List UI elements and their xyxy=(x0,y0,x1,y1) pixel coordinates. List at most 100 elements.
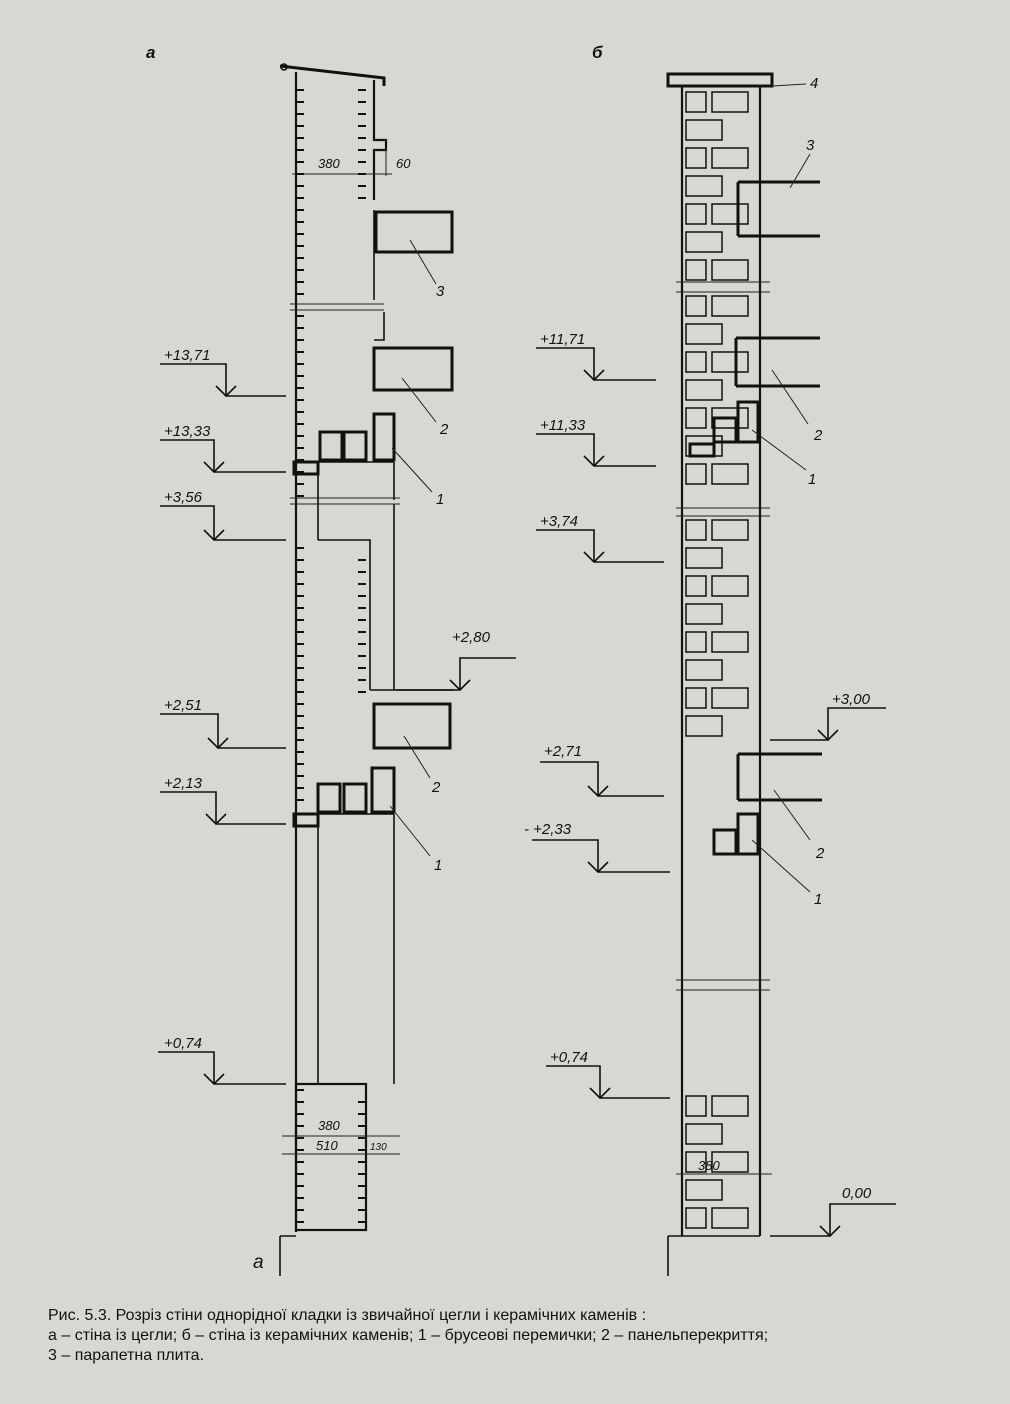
ceramic-block xyxy=(685,1179,723,1201)
ceramic-block xyxy=(711,407,749,429)
ceramic-block xyxy=(711,295,749,317)
svg-text:+2,51: +2,51 xyxy=(164,697,202,714)
lintel-b-lower-1 xyxy=(736,812,760,856)
panel-b: б 380 +11,71 xyxy=(524,43,896,1276)
floor-panel-b-upper xyxy=(734,336,820,388)
callout-b-1-lower: 1 xyxy=(751,839,822,908)
level-a-13-71: +13,71 xyxy=(160,347,286,398)
svg-text:+3,56: +3,56 xyxy=(164,489,203,506)
lintel-a-lower-4 xyxy=(292,812,320,828)
ceramic-block xyxy=(685,231,723,253)
svg-text:+0,74: +0,74 xyxy=(550,1049,588,1066)
svg-text:+3,74: +3,74 xyxy=(540,513,578,530)
ceramic-block xyxy=(685,407,707,429)
level-a-2-13: +2,13 xyxy=(160,775,286,826)
ceramic-block xyxy=(685,519,707,541)
level-a-3-56: +3,56 xyxy=(160,489,286,542)
callout-a-2-lower: 2 xyxy=(403,735,441,796)
lintel-a-lower-1 xyxy=(370,766,396,814)
callout-b-4: 4 xyxy=(771,75,818,92)
parapet-plate-a xyxy=(374,210,454,254)
lintel-a-lower-3 xyxy=(316,782,342,814)
ceramic-block xyxy=(711,631,749,653)
lintel-b-lower-2 xyxy=(712,828,738,856)
panel-a: а 380 60 xyxy=(146,43,516,1276)
level-a-2-51: +2,51 xyxy=(160,697,286,750)
svg-text:+13,71: +13,71 xyxy=(164,347,210,364)
ceramic-block xyxy=(685,631,707,653)
ceramic-block xyxy=(685,463,707,485)
caption-line-3: 3 – парапетна плита. xyxy=(48,1347,205,1364)
ceramic-block xyxy=(711,1207,749,1229)
callout-b-2-lower: 2 xyxy=(773,789,825,862)
svg-text:2: 2 xyxy=(815,845,825,862)
ceramic-block xyxy=(685,259,707,281)
dim-a-60-top: 60 xyxy=(396,156,411,171)
svg-text:+3,00: +3,00 xyxy=(832,691,871,708)
svg-text:0,00: 0,00 xyxy=(842,1185,872,1202)
svg-text:1: 1 xyxy=(434,857,442,874)
wall-a-inner-upper xyxy=(372,80,388,200)
dim-a-380-top: 380 xyxy=(318,156,340,171)
ceramic-block xyxy=(685,351,707,373)
caption-line-2: а – стіна із цегли; б – стіна із кераміч… xyxy=(48,1327,769,1344)
level-b-11-33: +11,33 xyxy=(536,417,656,468)
ceramic-block xyxy=(685,203,707,225)
level-a-2-80: +2,80 xyxy=(396,629,516,692)
ceramic-block xyxy=(685,295,707,317)
callout-b-2-upper: 2 xyxy=(771,369,823,444)
section-mark-a: a xyxy=(253,1252,264,1273)
parapet-cap-a xyxy=(279,64,386,86)
ceramic-block xyxy=(685,119,723,141)
dim-a-510-bottom: 510 xyxy=(316,1138,338,1153)
level-b-2-33: - +2,33 xyxy=(524,821,670,874)
ceramic-block xyxy=(711,91,749,113)
svg-text:1: 1 xyxy=(808,471,816,488)
ceramic-block xyxy=(685,147,707,169)
callout-a-3: 3 xyxy=(409,239,445,300)
svg-text:1: 1 xyxy=(436,491,444,508)
dim-b-380: 380 xyxy=(698,1158,720,1173)
lintel-b-upper-1 xyxy=(736,400,760,444)
ceramic-block xyxy=(711,1151,749,1173)
brick-courses-a xyxy=(296,89,366,1223)
ceramic-block xyxy=(711,1095,749,1117)
svg-text:3: 3 xyxy=(806,137,815,154)
window-jamb-a xyxy=(318,539,371,690)
ceramic-masonry-b xyxy=(685,91,749,1229)
cap-anchor-a xyxy=(280,63,288,71)
lintel-a-upper-3 xyxy=(318,430,344,462)
ceramic-block xyxy=(711,203,749,225)
svg-text:2: 2 xyxy=(439,421,449,438)
ceramic-block xyxy=(711,687,749,709)
svg-text:2: 2 xyxy=(431,779,441,796)
callout-a-1-upper: 1 xyxy=(391,447,444,508)
caption-line-1: Рис. 5.3. Розріз стіни однорідної кладки… xyxy=(48,1307,647,1324)
level-b-3-00: +3,00 xyxy=(770,691,886,742)
level-b-0-74: +0,74 xyxy=(546,1049,670,1100)
ceramic-block xyxy=(711,519,749,541)
callout-b-3: 3 xyxy=(789,137,815,189)
svg-text:2: 2 xyxy=(813,427,823,444)
ceramic-block xyxy=(685,1207,707,1229)
level-a-13-33: +13,33 xyxy=(160,423,286,474)
ceramic-block xyxy=(685,91,707,113)
svg-text:3: 3 xyxy=(436,283,445,300)
ceramic-block xyxy=(685,659,723,681)
lintel-a-upper-2 xyxy=(342,430,368,462)
lintel-a-upper-1 xyxy=(372,412,396,462)
svg-text:+2,80: +2,80 xyxy=(452,629,491,646)
floor-panel-a-lower xyxy=(372,702,452,750)
svg-text:- +2,33: - +2,33 xyxy=(524,821,572,838)
panel-b-letter: б xyxy=(592,43,603,62)
level-a-0-74: +0,74 xyxy=(158,1035,286,1086)
level-b-11-71: +11,71 xyxy=(536,331,656,382)
figure-caption: Рис. 5.3. Розріз стіни однорідної кладки… xyxy=(48,1306,998,1366)
svg-text:+2,71: +2,71 xyxy=(544,743,582,760)
ceramic-block xyxy=(685,715,723,737)
svg-text:+13,33: +13,33 xyxy=(164,423,211,440)
parapet-plate-b xyxy=(736,180,820,238)
dim-a-380-bottom: 380 xyxy=(318,1118,340,1133)
